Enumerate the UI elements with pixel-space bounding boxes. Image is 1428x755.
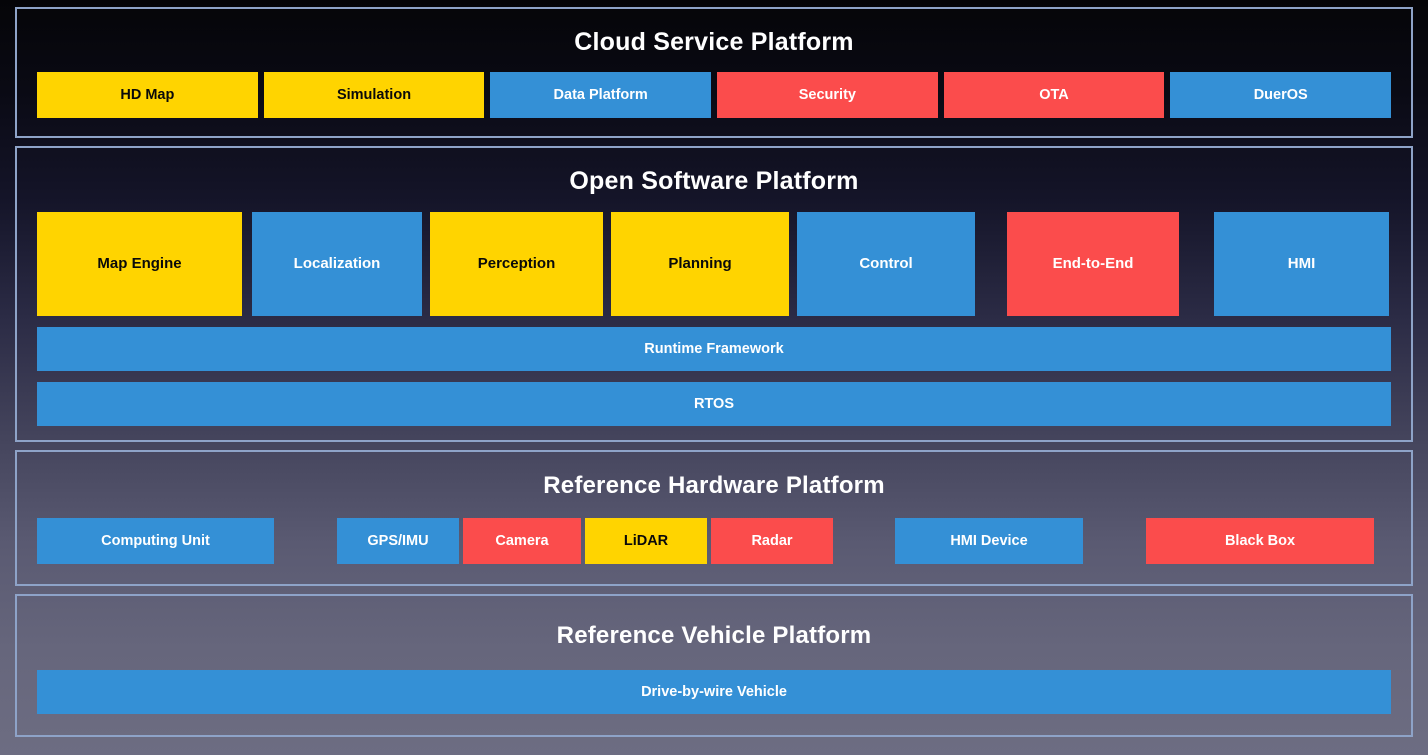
layer-reference-vehicle-platform: Reference Vehicle Platform Drive-by-wire… [15, 594, 1413, 737]
hardware-item-black-box[interactable]: Black Box [1146, 518, 1374, 564]
hardware-item-radar[interactable]: Radar [711, 518, 833, 564]
layer-cloud-service-platform: Cloud Service Platform HD Map Simulation… [15, 7, 1413, 138]
hardware-item-lidar[interactable]: LiDAR [585, 518, 707, 564]
architecture-stack: Cloud Service Platform HD Map Simulation… [15, 7, 1413, 748]
cloud-item-ota[interactable]: OTA [943, 72, 1165, 118]
software-module-planning[interactable]: Planning [611, 212, 789, 316]
cloud-item-simulation[interactable]: Simulation [263, 72, 485, 118]
layer-open-software-platform: Open Software Platform Map Engine Locali… [15, 146, 1413, 442]
software-module-control[interactable]: Control [797, 212, 975, 316]
cloud-service-items-row: HD Map Simulation Data Platform Security… [37, 72, 1392, 118]
hardware-items-row: Computing Unit GPS/IMU Camera LiDAR Rada… [37, 518, 1391, 564]
hardware-item-computing-unit[interactable]: Computing Unit [37, 518, 274, 564]
hardware-item-camera[interactable]: Camera [463, 518, 581, 564]
vehicle-item-drive-by-wire-vehicle[interactable]: Drive-by-wire Vehicle [37, 670, 1391, 714]
cloud-item-security[interactable]: Security [717, 72, 938, 118]
software-modules-row: Map Engine Localization Perception Plann… [37, 212, 1391, 316]
software-module-hmi[interactable]: HMI [1214, 212, 1389, 316]
software-module-end-to-end[interactable]: End-to-End [1007, 212, 1179, 316]
layer-title-reference-hardware-platform: Reference Hardware Platform [543, 472, 885, 499]
software-module-perception[interactable]: Perception [430, 212, 603, 316]
cloud-item-hd-map[interactable]: HD Map [37, 72, 258, 118]
cloud-item-dueros[interactable]: DuerOS [1170, 72, 1392, 118]
vehicle-items-row: Drive-by-wire Vehicle [37, 670, 1391, 714]
software-module-localization[interactable]: Localization [252, 212, 422, 316]
layer-title-cloud-service-platform: Cloud Service Platform [574, 28, 854, 56]
software-bar-runtime-framework[interactable]: Runtime Framework [37, 327, 1391, 371]
hardware-item-hmi-device[interactable]: HMI Device [895, 518, 1083, 564]
cloud-item-data-platform[interactable]: Data Platform [490, 72, 712, 118]
software-bar-rtos[interactable]: RTOS [37, 382, 1391, 426]
software-module-map-engine[interactable]: Map Engine [37, 212, 242, 316]
layer-reference-hardware-platform: Reference Hardware Platform Computing Un… [15, 450, 1413, 586]
hardware-item-gps-imu[interactable]: GPS/IMU [337, 518, 459, 564]
layer-title-reference-vehicle-platform: Reference Vehicle Platform [556, 622, 872, 649]
layer-title-open-software-platform: Open Software Platform [569, 167, 859, 195]
